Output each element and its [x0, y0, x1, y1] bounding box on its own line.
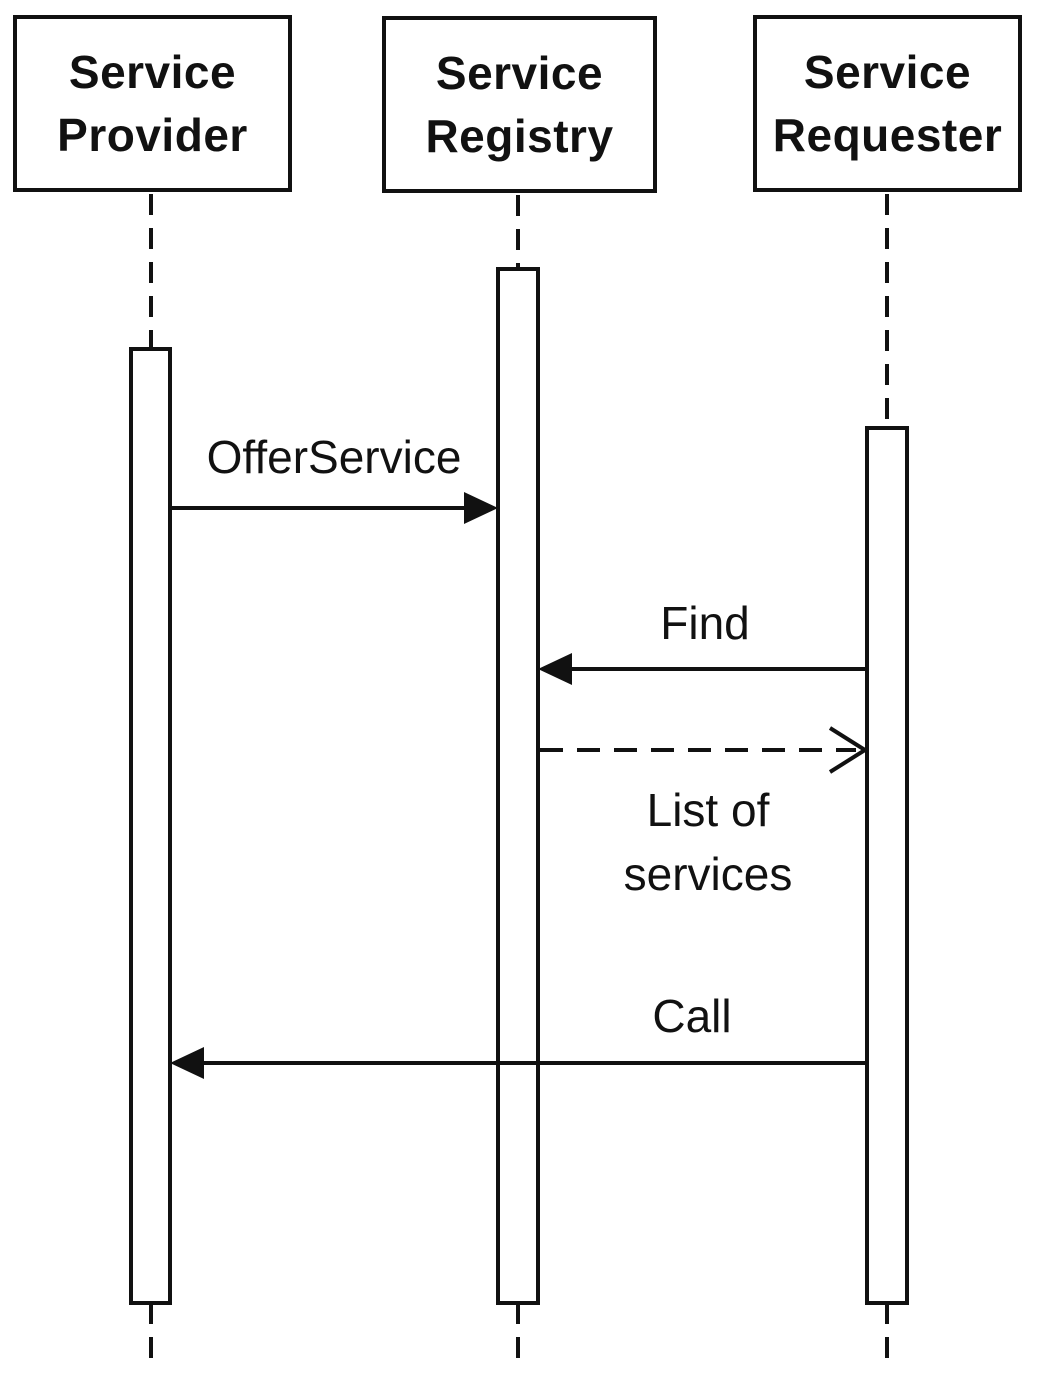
actor-label-line: Service	[68, 45, 237, 98]
activation-bar-requester	[865, 426, 909, 1305]
arrowhead-call	[170, 1047, 204, 1079]
actor-box-service-provider: Service Provider	[13, 15, 292, 192]
actor-box-service-registry: Service Registry	[382, 16, 657, 193]
actor-box-service-requester: Service Requester	[753, 15, 1022, 192]
arrowhead-offerservice	[464, 492, 498, 524]
message-label-find: Find	[654, 591, 756, 655]
actor-label-line: Provider	[57, 108, 248, 161]
activation-bar-provider	[129, 347, 172, 1305]
message-label-offerservice: OfferService	[200, 425, 468, 489]
message-label-line: List of	[646, 784, 770, 836]
actor-label-line: Registry	[425, 109, 614, 162]
actor-label-line: Service	[435, 46, 604, 99]
arrowhead-find	[538, 653, 572, 685]
message-label-list-of-services: List of services	[617, 778, 799, 906]
actor-label-line: Service	[803, 45, 972, 98]
arrowhead-list-of-services	[828, 726, 869, 774]
activation-bar-registry	[496, 267, 540, 1305]
message-label-call: Call	[646, 984, 738, 1048]
actor-label-line: Requester	[772, 108, 1003, 161]
message-label-line: services	[623, 848, 793, 900]
